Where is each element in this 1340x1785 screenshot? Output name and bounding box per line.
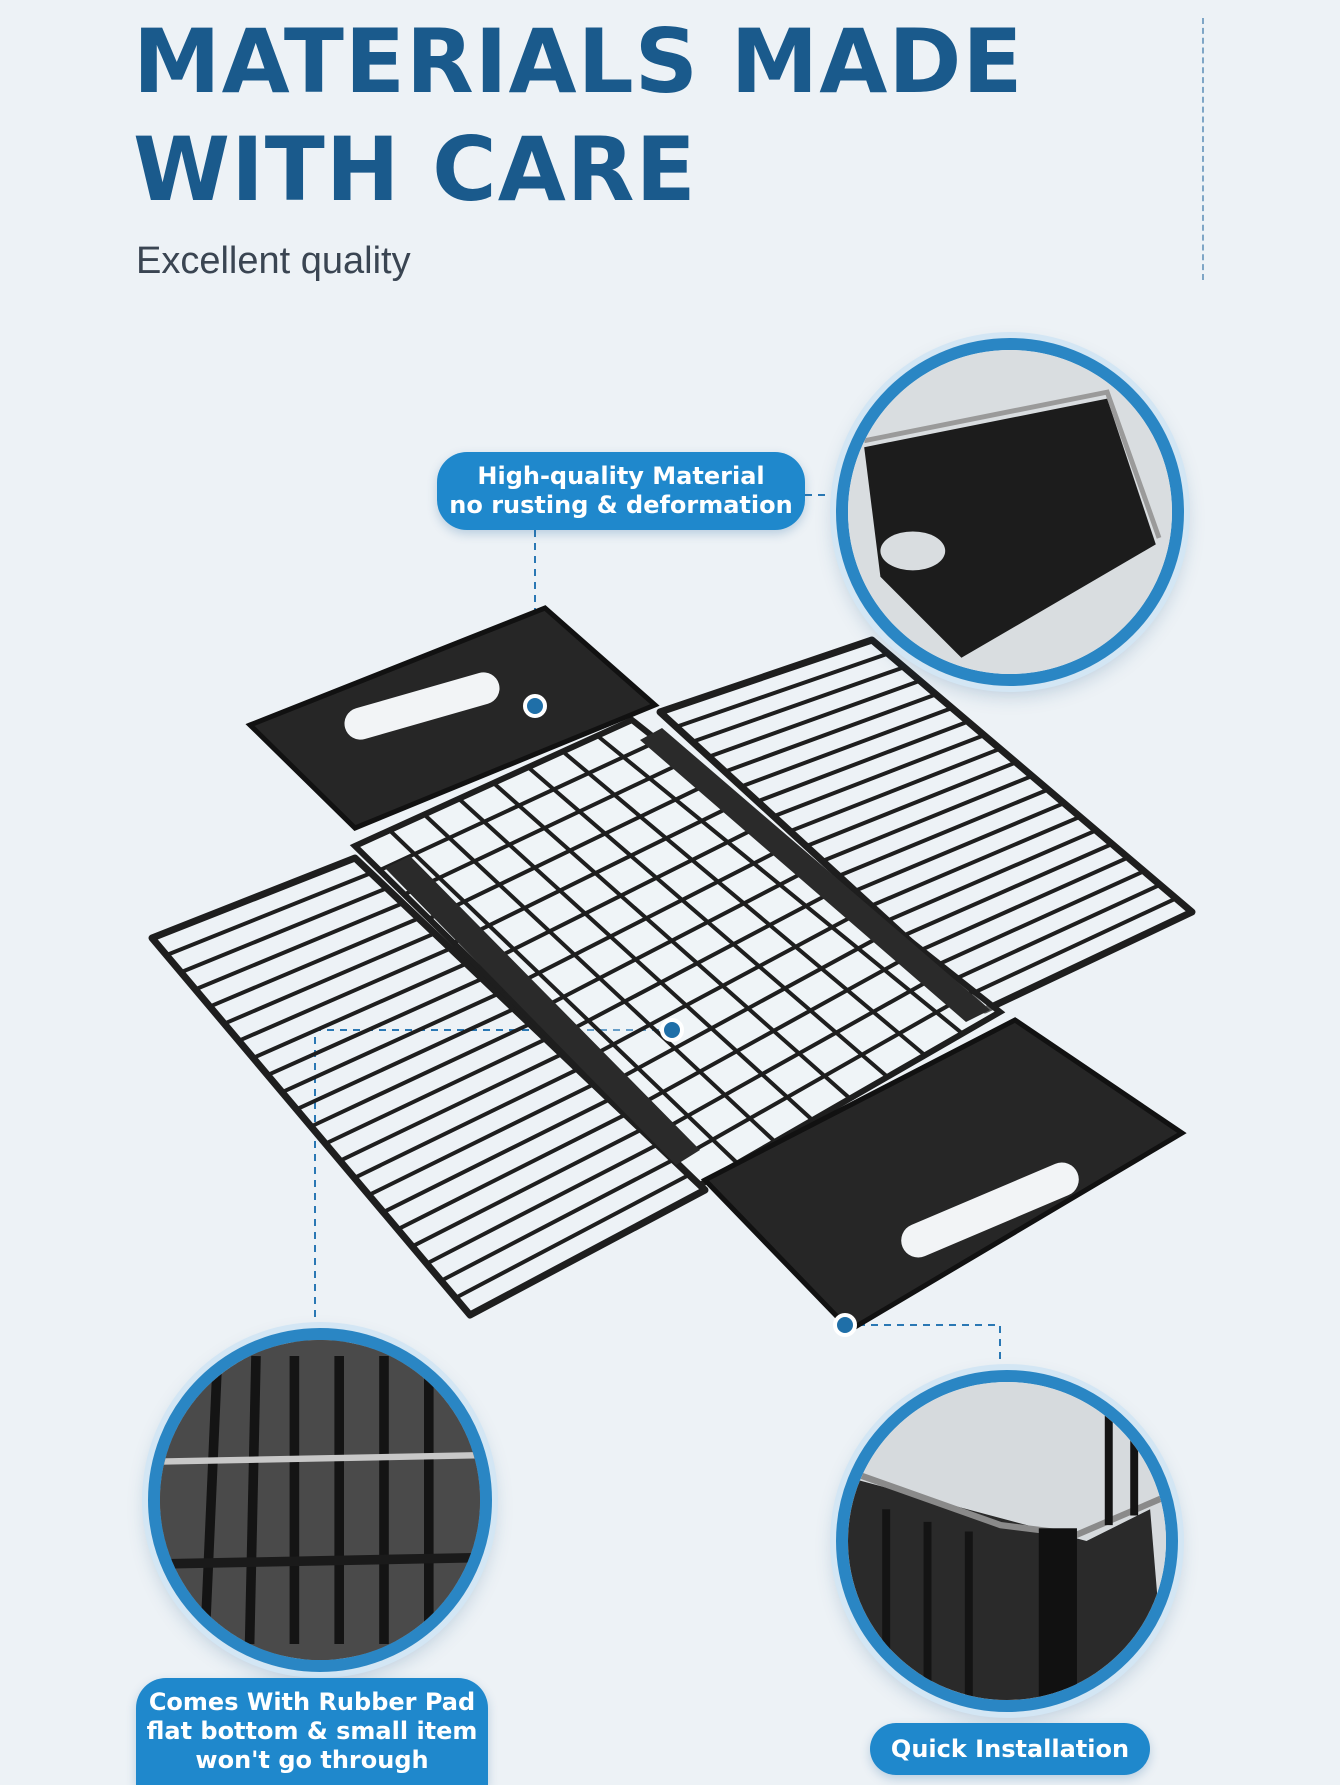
wire-rung bbox=[837, 787, 1049, 878]
callout-line: Comes With Rubber Pad bbox=[148, 1688, 476, 1716]
material-closeup-image bbox=[836, 338, 1184, 686]
wire-rung bbox=[425, 1142, 659, 1266]
left-wire-panel bbox=[148, 854, 709, 1319]
wire-rung bbox=[310, 1022, 531, 1129]
rubber-pad-closeup-image bbox=[148, 1328, 492, 1672]
wire-rung bbox=[252, 961, 468, 1060]
callout-line: Quick Installation bbox=[890, 1735, 1130, 1763]
center-wire-grid bbox=[349, 716, 1006, 1189]
wire-rung bbox=[411, 1127, 643, 1249]
wire-rung bbox=[353, 1067, 579, 1180]
wire-rung bbox=[180, 886, 388, 975]
wire-rung bbox=[951, 882, 1161, 983]
wire-rung bbox=[919, 855, 1129, 953]
wire-rung bbox=[281, 991, 500, 1095]
callout-line: flat bottom & small item bbox=[146, 1717, 478, 1745]
wire-rung bbox=[870, 814, 1081, 908]
wire-rung bbox=[740, 706, 953, 789]
wire-rung bbox=[194, 901, 404, 992]
wire-rung bbox=[367, 1082, 595, 1197]
wire-rung bbox=[237, 946, 452, 1043]
wire-rung bbox=[854, 801, 1065, 893]
wire-rung bbox=[561, 749, 927, 1057]
wire-rung bbox=[440, 1158, 675, 1283]
wire-rung bbox=[805, 760, 1017, 848]
callout-high-quality-material: High-quality Material no rusting & defor… bbox=[437, 452, 805, 530]
wire-rung bbox=[422, 813, 777, 1144]
wire-rung bbox=[324, 1037, 547, 1146]
wire-rung bbox=[708, 678, 921, 759]
callout-rubber-pad: Comes With Rubber Pad flat bottom & smal… bbox=[136, 1678, 488, 1785]
wire-rung bbox=[209, 916, 420, 1009]
wire-rung bbox=[596, 734, 964, 1036]
page-subtitle: Excellent quality bbox=[136, 240, 411, 282]
callout-quick-installation: Quick Installation bbox=[870, 1723, 1150, 1775]
wire-rung bbox=[454, 1173, 691, 1300]
wire-rung bbox=[457, 797, 814, 1122]
wire-rung bbox=[382, 1097, 611, 1214]
wire-rung bbox=[724, 692, 937, 774]
wire-rung bbox=[388, 828, 739, 1165]
top-tray bbox=[245, 605, 660, 831]
wire-rung bbox=[902, 842, 1113, 938]
wire-rung bbox=[691, 665, 905, 744]
installation-closeup-image bbox=[836, 1370, 1178, 1712]
wire-rung bbox=[339, 1052, 563, 1163]
callout-line: won't go through bbox=[195, 1746, 429, 1774]
right-wire-panel bbox=[656, 636, 1196, 1014]
wire-rung bbox=[886, 828, 1097, 923]
callout-line: High-quality Material bbox=[477, 462, 765, 490]
wire-rung bbox=[789, 746, 1001, 834]
wire-rung bbox=[821, 774, 1033, 863]
page-title: MATERIALS MADE WITH CARE bbox=[133, 10, 1024, 221]
wire-rung bbox=[675, 651, 889, 729]
callout-line: no rusting & deformation bbox=[449, 491, 793, 519]
decorative-divider bbox=[1202, 18, 1204, 280]
wire-rung bbox=[967, 896, 1177, 997]
wire-rung bbox=[492, 781, 852, 1100]
wire-rung bbox=[756, 719, 969, 804]
wire-rung bbox=[165, 871, 372, 957]
wire-rung bbox=[773, 733, 985, 819]
wire-rung bbox=[396, 1112, 627, 1232]
wire-rung bbox=[223, 931, 436, 1026]
bottom-tray bbox=[700, 1017, 1187, 1334]
wire-rung bbox=[295, 1007, 515, 1112]
wire-rung bbox=[266, 976, 484, 1077]
wire-rung bbox=[935, 869, 1145, 968]
wire-rung bbox=[526, 765, 889, 1079]
